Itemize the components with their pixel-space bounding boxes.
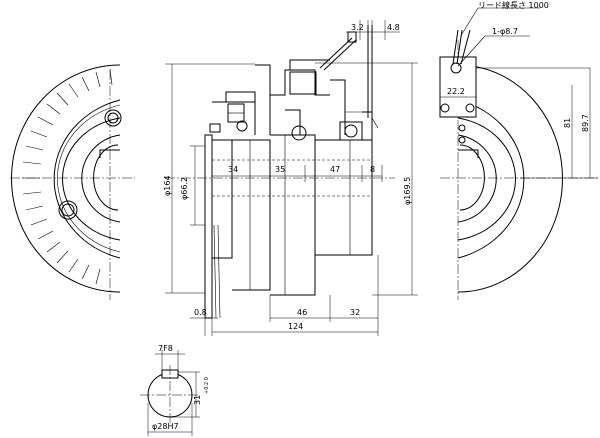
dim-89-7: 89.7 — [581, 114, 590, 132]
dim-phi-164: φ164 — [163, 175, 172, 196]
dim-32: 32 — [350, 308, 360, 317]
dim-47: 47 — [330, 165, 340, 174]
dim-22-2: 22.2 — [447, 87, 465, 96]
dim-34: 34 — [228, 165, 238, 174]
dim-4-8: 4.8 — [387, 23, 400, 32]
hole-label: 1-φ8.7 — [492, 27, 518, 36]
dim-0-8: 0.8 — [194, 308, 207, 317]
dim-key-width: 7F8 — [158, 344, 173, 353]
dim-phi-66-2: φ66.2 — [180, 177, 189, 200]
dim-3-2: 3.2 — [351, 23, 364, 32]
left-side-view — [10, 64, 135, 300]
right-side-view: リード線長さ 1000 1-φ8.7 22.2 81 89.7 — [439, 0, 598, 300]
dim-phi-169-5: φ169.5 — [403, 177, 412, 205]
dim-46: 46 — [297, 308, 307, 317]
lead-wire-label: リード線長さ 1000 — [478, 0, 549, 10]
dim-8: 8 — [370, 165, 375, 174]
dim-35: 35 — [275, 165, 285, 174]
dim-81: 81 — [563, 118, 572, 128]
dim-124: 124 — [288, 322, 303, 331]
dim-bore: φ28H7 — [152, 422, 179, 431]
dim-key-depth: 31 — [193, 395, 202, 405]
keyway-detail: 7F8 31 +0.2 0 φ28H7 — [140, 344, 210, 436]
center-dimensions: 3.2 4.8 φ164 φ66.2 φ169.5 34 35 47 8 0.8 — [163, 20, 418, 336]
dim-key-depth-tol: +0.2 0 — [204, 377, 210, 394]
center-section-view — [165, 25, 395, 319]
